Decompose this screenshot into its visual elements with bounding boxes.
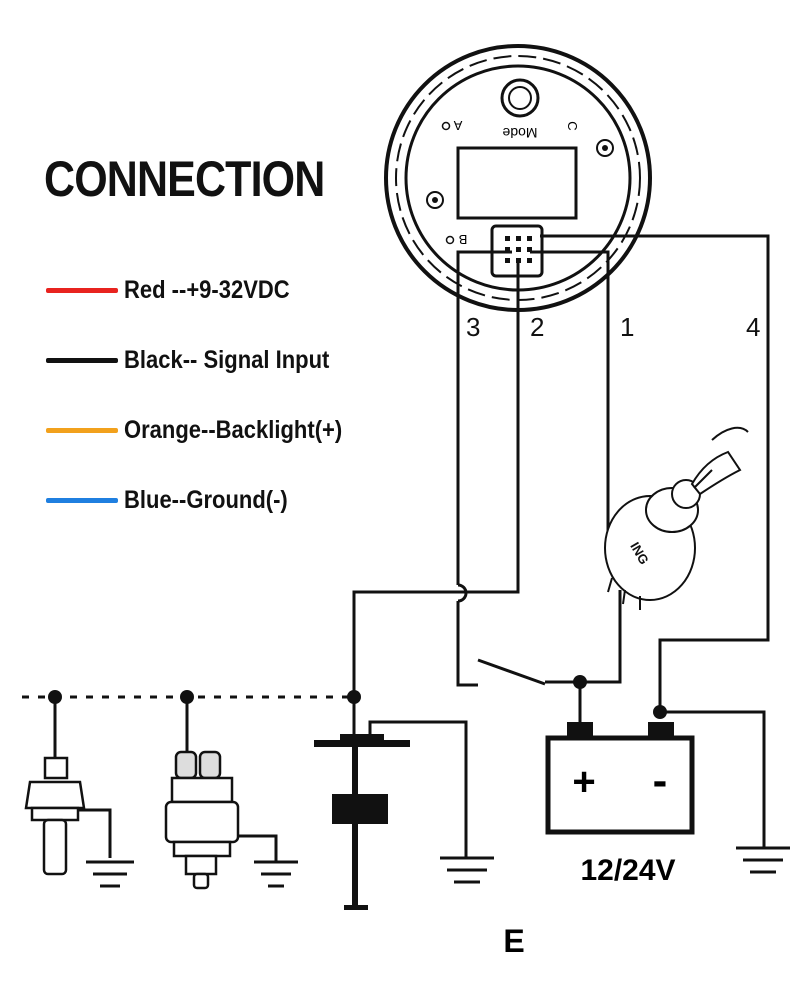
switch-blade (477, 658, 546, 686)
ground-label: E (503, 923, 524, 959)
sensor-1-ground-wire (70, 808, 112, 858)
level-sender-float (332, 794, 388, 824)
ground-icon (736, 846, 790, 874)
wire-number-1: 1 (620, 312, 634, 342)
gauge: Mode A C B (384, 44, 652, 312)
pressure-sender-body (164, 800, 240, 844)
battery-positive-terminal (567, 722, 593, 738)
wire-number-2: 2 (530, 312, 544, 342)
junction-dot (573, 675, 587, 689)
temperature-sender (24, 756, 86, 876)
gauge-mode-label: Mode (502, 125, 537, 141)
wire-number-3: 3 (466, 312, 480, 342)
junction-dots (48, 675, 667, 719)
sender-ground-wire (368, 720, 468, 858)
level-sender-rod (352, 747, 358, 907)
red-wire-swatch (46, 287, 118, 293)
gauge-button-c-label: C (565, 121, 580, 130)
ground-symbols (86, 846, 790, 888)
gauge-hole-b (445, 235, 455, 245)
temperature-sender-probe (42, 818, 68, 876)
page-title: CONNECTION (44, 151, 325, 207)
wire-1 (530, 250, 610, 545)
legend-item-blue: Blue--Ground(-) (46, 480, 310, 520)
temperature-sender-hex (24, 780, 86, 810)
sensor-2-ground-wire (232, 834, 278, 862)
battery-minus-symbol: - (653, 756, 668, 805)
battery: + - 12/24V (545, 722, 695, 887)
black-wire-swatch (46, 357, 118, 363)
pressure-sender (164, 750, 240, 890)
ignition-key (693, 469, 713, 489)
ground-icon (440, 856, 494, 884)
gauge-button-b-label: B (459, 232, 468, 247)
wire-3 (456, 250, 512, 585)
junction-dot (48, 690, 62, 704)
hand-icon (690, 450, 742, 496)
level-sender-flange (314, 740, 410, 747)
battery-ground-wire (660, 710, 766, 848)
legend-item-black: Black-- Signal Input (46, 340, 357, 380)
gauge-button-a-label: A (453, 118, 462, 133)
wire-2 (352, 262, 520, 730)
gauge-mode-knob (500, 78, 540, 118)
legend-label-black: Black-- Signal Input (124, 345, 330, 374)
ignition-switch: ING (604, 426, 749, 610)
legend-label-red: Red --+9-32VDC (124, 275, 290, 304)
battery-body (545, 735, 695, 835)
wire-number-4: 4 (746, 312, 760, 342)
gauge-hole-a (441, 121, 451, 131)
gauge-mode-knob-inner (508, 86, 532, 110)
wire-1-lower (580, 590, 622, 684)
wire-3-lower (456, 601, 478, 687)
battery-plus-symbol: + (572, 760, 595, 804)
wires (22, 234, 770, 862)
orange-wire-swatch (46, 427, 118, 433)
blue-wire-swatch (46, 497, 118, 503)
legend-label-orange: Orange--Backlight(+) (124, 415, 343, 444)
ground-icon (254, 860, 298, 888)
junction-dot (347, 690, 361, 704)
gauge-display-window (456, 146, 578, 220)
battery-voltage-label: 12/24V (580, 854, 675, 887)
battery-negative-terminal (648, 722, 674, 738)
ground-icon (86, 860, 134, 888)
junction-dot (653, 705, 667, 719)
connector-pins (505, 236, 532, 263)
legend-item-orange: Orange--Backlight(+) (46, 410, 372, 450)
junction-dot (180, 690, 194, 704)
pressure-sender-port (192, 872, 210, 890)
wire-4 (540, 234, 770, 712)
level-sender (314, 734, 410, 910)
legend-item-red: Red --+9-32VDC (46, 270, 312, 310)
legend-label-blue: Blue--Ground(-) (124, 485, 288, 514)
